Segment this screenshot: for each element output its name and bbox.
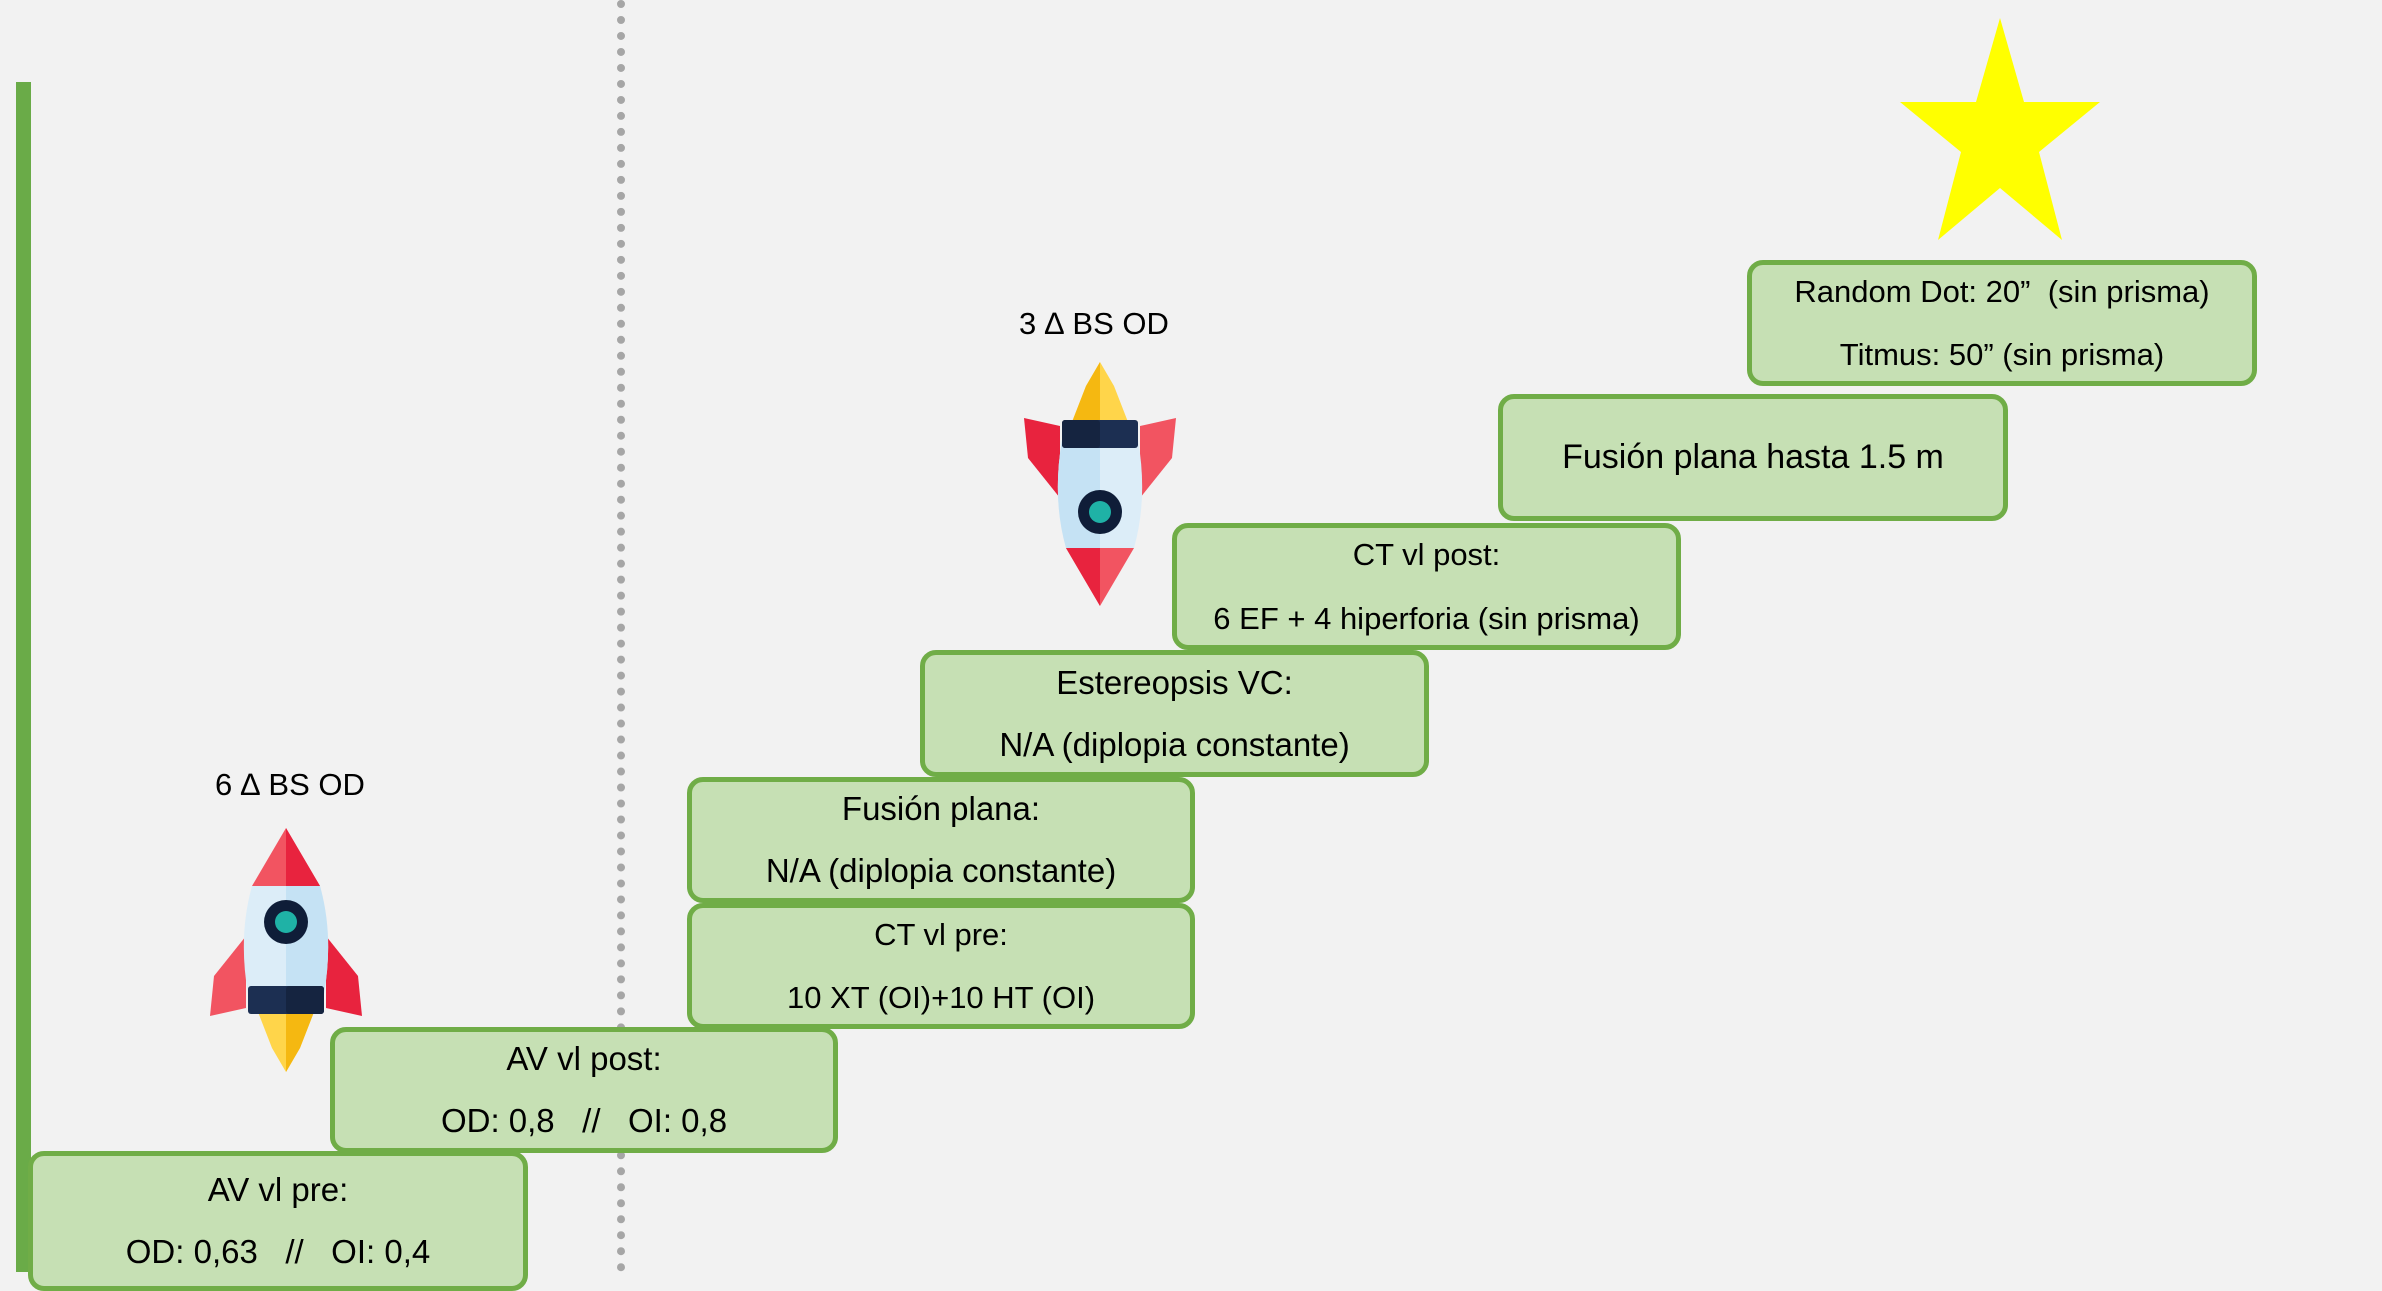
step-random-dot: Random Dot: 20” (sin prisma) xyxy=(1794,273,2210,309)
step-av-post: AV vl post: OD: 0,8 // OI: 0,8 xyxy=(330,1027,838,1153)
rocket-icon xyxy=(210,828,362,1072)
star-icon xyxy=(1900,18,2100,240)
step-ct-post-value: 6 EF + 4 hiperforia (sin prisma) xyxy=(1213,600,1640,636)
step-fusion-plana: Fusión plana: N/A (diplopia constante) xyxy=(687,777,1195,903)
vertical-axis-line xyxy=(16,82,31,1272)
step-ct-pre: CT vl pre: 10 XT (OI)+10 HT (OI) xyxy=(687,903,1195,1029)
step-av-post-value: OD: 0,8 // OI: 0,8 xyxy=(440,1102,728,1139)
rocket-icon xyxy=(1024,362,1176,606)
step-ct-post-title: CT vl post: xyxy=(1352,537,1501,573)
step-fusion-plana-title: Fusión plana: xyxy=(841,790,1041,828)
step-estereopsis-final: Random Dot: 20” (sin prisma) Titmus: 50”… xyxy=(1747,260,2257,386)
step-av-pre-value: OD: 0,63 // OI: 0,4 xyxy=(125,1233,431,1270)
step-av-pre-title: AV vl pre: xyxy=(207,1171,349,1209)
step-fusion-hasta-title: Fusión plana hasta 1.5 m xyxy=(1562,438,1944,477)
step-av-pre: AV vl pre: OD: 0,63 // OI: 0,4 xyxy=(28,1151,528,1291)
step-titmus: Titmus: 50” (sin prisma) xyxy=(1839,337,2165,372)
step-fusion-hasta: Fusión plana hasta 1.5 m xyxy=(1498,394,2008,521)
step-ct-pre-title: CT vl pre: xyxy=(874,916,1008,952)
step-estereopsis: Estereopsis VC: N/A (diplopia constante) xyxy=(920,650,1429,777)
step-fusion-plana-value: N/A (diplopia constante) xyxy=(765,852,1117,889)
prism-label-second: 3 ∆ BS OD xyxy=(1019,306,1169,341)
dotted-divider-line xyxy=(617,0,625,1272)
step-estereopsis-title: Estereopsis VC: xyxy=(1056,663,1293,701)
step-ct-post: CT vl post: 6 EF + 4 hiperforia (sin pri… xyxy=(1172,523,1681,650)
step-av-post-title: AV vl post: xyxy=(506,1040,662,1078)
step-estereopsis-value: N/A (diplopia constante) xyxy=(999,725,1350,763)
prism-label-first: 6 ∆ BS OD xyxy=(215,767,365,802)
step-ct-pre-value: 10 XT (OI)+10 HT (OI) xyxy=(786,980,1096,1015)
